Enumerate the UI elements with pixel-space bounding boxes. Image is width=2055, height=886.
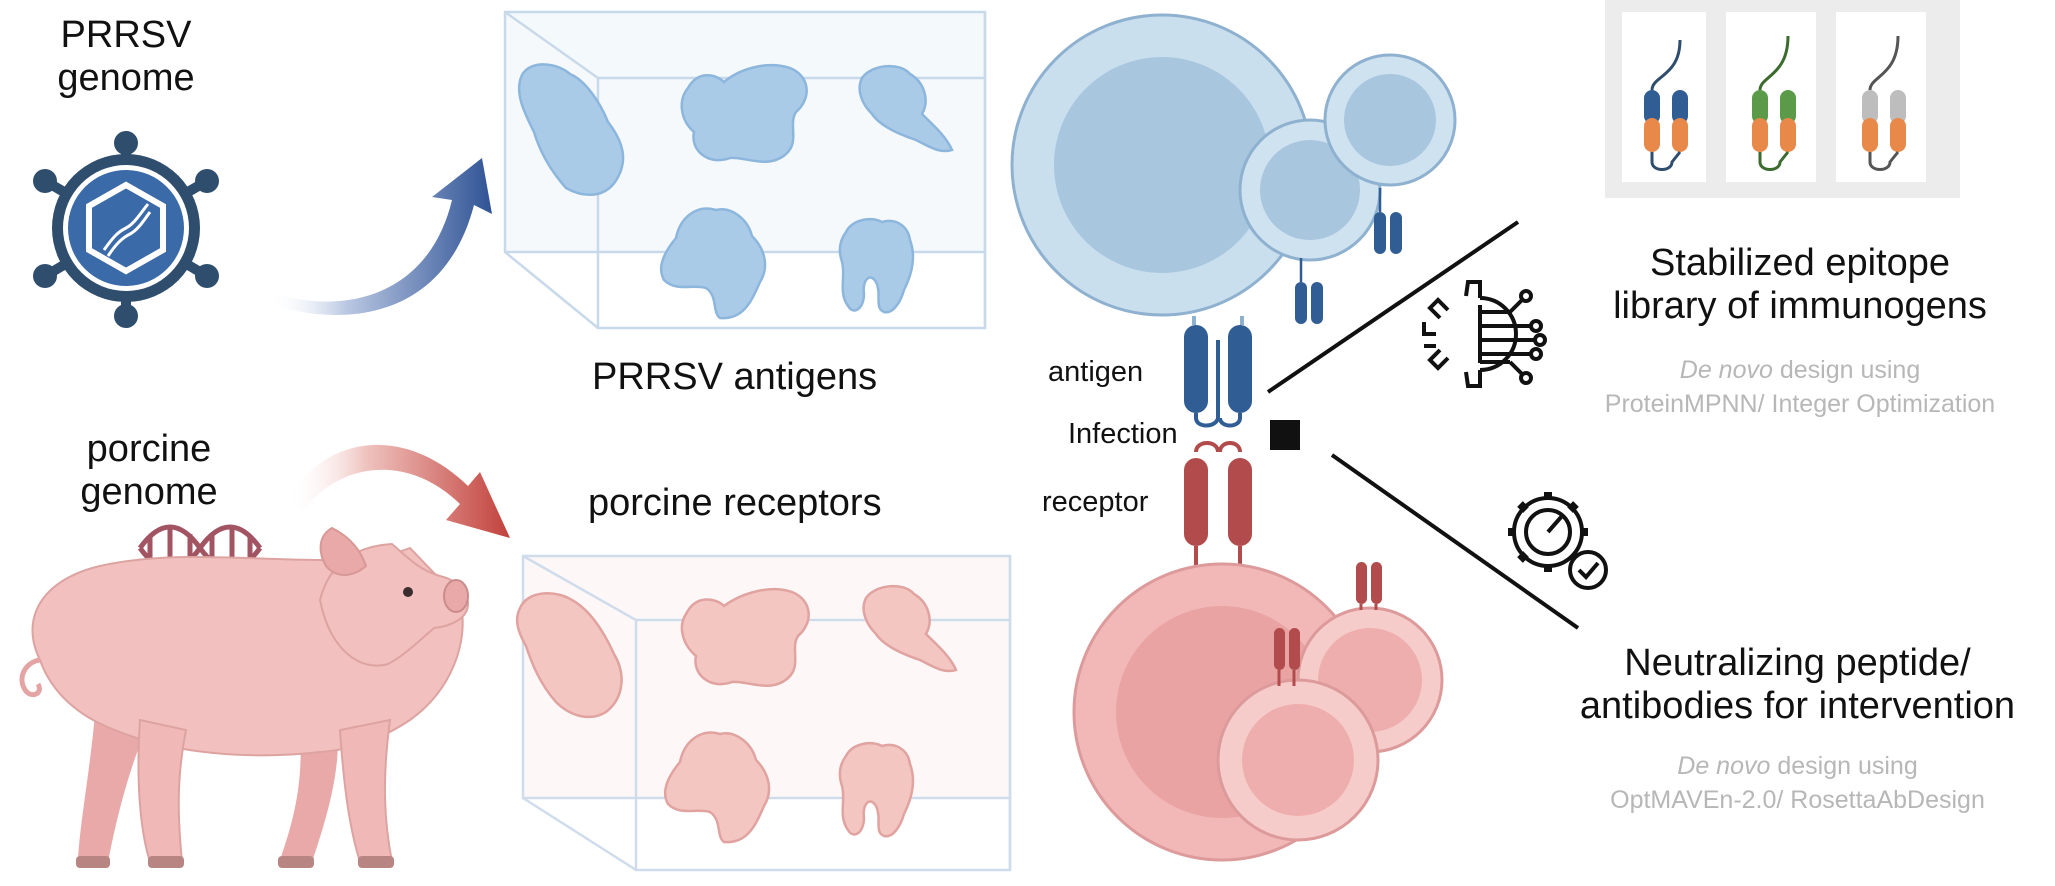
receptor-protein: [862, 585, 958, 673]
gear-check-icon: [1508, 492, 1608, 590]
antigen-label: antigen: [1048, 356, 1144, 388]
blue-immune-cells: [1010, 13, 1457, 317]
blue-small-receptors: [1295, 188, 1402, 324]
receptors-label: porcine receptors: [588, 482, 882, 524]
pig-label-line1: porcine: [86, 428, 212, 470]
neutralizing-subtitle-italic: De novo: [1677, 752, 1771, 780]
receptor-protein: [515, 592, 623, 719]
epitope-subtitle-line1: De novo design using: [1545, 354, 2055, 388]
virus-icon: [33, 131, 219, 328]
neutralizing-title-line1: Neutralizing peptide/: [1624, 642, 1971, 684]
antigen-arrow: [268, 158, 492, 315]
epitope-title-line1: Stabilized epitope: [1650, 242, 1950, 284]
epitope-title-line2: library of immunogens: [1613, 284, 1987, 327]
virus-label: PRRSV genome: [56, 14, 196, 99]
antigen-protein: [659, 207, 767, 320]
receptor-label: receptor: [1042, 486, 1149, 518]
antigen-protein: [680, 63, 808, 163]
pig-label-line2: genome: [80, 470, 218, 513]
antigen-protein: [517, 63, 625, 196]
neutralizing-title-line2: antibodies for intervention: [1579, 684, 2016, 727]
epitope-library-panel: [1605, 0, 1960, 198]
porcine-receptor: [1184, 441, 1252, 566]
connector-lines: [1266, 220, 1580, 630]
receptor-protein: [838, 742, 915, 838]
antigen-protein: [838, 218, 915, 314]
antigen-box: [503, 10, 987, 330]
infection-marker: [1270, 420, 1300, 450]
antigens-label: PRRSV antigens: [592, 356, 878, 398]
epitope-scaffold-blue: [1644, 39, 1688, 171]
neutralizing-title: Neutralizing peptide/ antibodies for int…: [1545, 642, 2050, 727]
neutralizing-subtitle-line1: De novo design using: [1545, 750, 2050, 784]
receptor-protein: [663, 731, 771, 844]
neutralizing-subtitle-rest: design using: [1770, 752, 1918, 780]
virus-label-line1: PRRSV: [60, 14, 192, 56]
virus-label-line2: genome: [57, 56, 195, 99]
red-small-receptors: [1274, 562, 1382, 686]
antigen-receptor: [1184, 316, 1252, 428]
epitope-title: Stabilized epitope library of immunogens: [1565, 242, 2035, 327]
epitope-scaffold-gray: [1862, 35, 1906, 171]
epitope-subtitle-italic: De novo: [1679, 356, 1773, 384]
epitope-subtitle-rest: design using: [1772, 356, 1921, 384]
receptor-protein: [680, 587, 810, 687]
infection-label: Infection: [1068, 418, 1178, 450]
circuit-gear-icon: [1422, 280, 1547, 388]
neutralizing-subtitle-line2: OptMAVEn-2.0/ RosettaAbDesign: [1610, 785, 1985, 814]
epitope-subtitle: De novo design using ProteinMPNN/ Intege…: [1545, 354, 2055, 422]
pig-illustration: [19, 526, 470, 868]
epitope-subtitle-line2: ProteinMPNN/ Integer Optimization: [1604, 389, 1996, 418]
receptor-arrow: [288, 444, 510, 538]
pink-cells: [1072, 562, 1444, 862]
pig-label: porcine genome: [64, 428, 234, 513]
antigen-protein: [858, 65, 954, 153]
epitope-scaffold-green: [1752, 35, 1796, 171]
neutralizing-subtitle: De novo design using OptMAVEn-2.0/ Roset…: [1545, 750, 2050, 818]
receptor-box: [515, 554, 1012, 872]
